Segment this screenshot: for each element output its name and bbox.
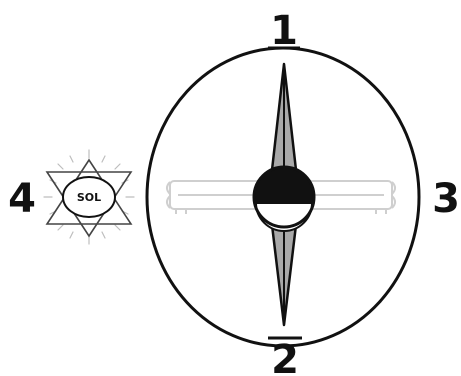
label-left-4: 4	[8, 176, 36, 222]
sun-icon: SOL	[44, 150, 134, 244]
label-bottom-2: 2	[271, 337, 299, 376]
sun-label: SOL	[77, 191, 101, 204]
label-right-3: 3	[432, 176, 460, 222]
compass-hub	[254, 167, 314, 231]
